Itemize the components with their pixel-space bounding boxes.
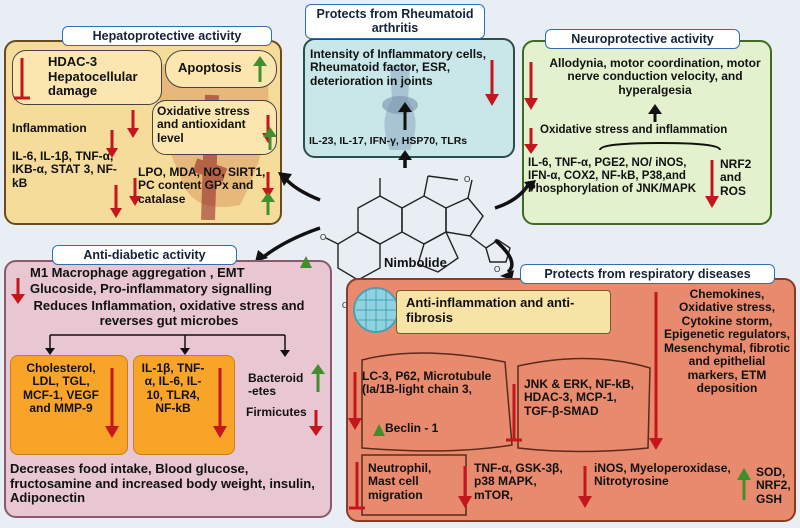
hepatoprotective-title: Hepatoprotective activity [62,26,272,47]
hepato-markers-text: LPO, MDA, NO, SIRT1, PC content GPx and … [138,165,266,206]
svg-text:O: O [464,175,470,184]
neuroprotective-title: Neuroprotective activity [545,29,740,50]
resp-lc3-text: LC-3, P62, Microtubule (Ia/1B-light chai… [362,369,492,397]
neuro-symptoms-text: Allodynia, motor coordination, motor ner… [549,56,761,97]
apoptosis-text: Apoptosis [178,60,242,75]
hdac-box [12,50,162,105]
diabetic-reduces-text: Reduces Inflammation, oxidative stress a… [33,298,305,328]
neuro-markers-text: IL-6, TNF-α, PGE2, NO/ iNOS, IFN-α, COX2… [528,157,697,195]
antidiabetic-title: Anti-diabetic activity [52,245,237,266]
diabetic-decreases-text: Decreases food intake, Blood glucose, fr… [10,461,315,506]
resp-sod-text: SOD, NRF2, GSH [756,465,791,506]
rheum-markers-text: IL-23, IL-17, IFN-γ, HSP70, TLRs [309,135,468,147]
svg-text:O: O [342,301,348,310]
resp-beclin-text: Beclin - 1 [385,421,439,435]
nimbolide-label: Nimbolide [384,255,447,270]
resp-anti-text: Anti-inflammation and anti-fibrosis [406,295,575,325]
resp-jnk-text: JNK & ERK, NF-kB, HDAC-3, MCP-1, TGF-β-S… [524,377,635,418]
oxidative-box [152,100,277,155]
bacteroidetes-text: Bacteroid -etes [248,371,304,399]
oxidative-text: Oxidative stress and antioxidant level [157,104,250,145]
svg-text:O: O [494,265,500,274]
lung-cells-illustration [352,286,400,334]
rheum-intensity-text: Intensity of Inflammatory cells, Rheumat… [310,47,487,88]
diabetic-glucoside-text: Glucoside, Pro-inflammatory signalling [30,281,272,296]
firmicutes-text: Firmicutes [246,405,307,419]
lipid-markers-box [10,355,128,455]
svg-text:O: O [320,233,326,242]
inflammation-text: Inflammation [12,121,87,135]
neuroprotective-panel [522,40,772,225]
hepato-cytokines-text: IL-6, IL-1β, TNF-α, IKB-α, STAT 3, NF-kB [12,149,117,190]
anti-inflammation-box [396,290,611,334]
cytokine-markers-box [133,355,235,455]
respiratory-title: Protects from respiratory diseases [520,264,775,285]
resp-tnf-text: TNF-α, GSK-3β, p38 MAPK, mTOR, [474,461,563,502]
neuro-nrf2-text: NRF2 and ROS [720,157,752,198]
rheumatoid-title: Protects from Rheumatoid arthritis [305,4,485,39]
neuro-oxidative-text: Oxidative stress and inflammation [540,124,728,136]
resp-neutrophil-text: Neutrophil, Mast cell migration [368,461,432,502]
resp-chemokines-text: Chemokines, Oxidative stress, Cytokine s… [663,287,791,396]
diabetic-box2-text: IL-1β, TNF-α, IL-6, IL-10, TLR4, NF-kB [141,361,205,416]
diabetic-m1-text: M1 Macrophage aggregation , EMT [30,265,245,280]
diabetic-box1-text: Cholesterol, LDL, TGL, MCF-1, VEGF and M… [22,361,99,416]
hdac-text: HDAC-3 Hepatocellular damage [48,54,138,99]
resp-inos-text: iNOS, Myeloperoxidase, Nitrotyrosine [594,461,731,489]
